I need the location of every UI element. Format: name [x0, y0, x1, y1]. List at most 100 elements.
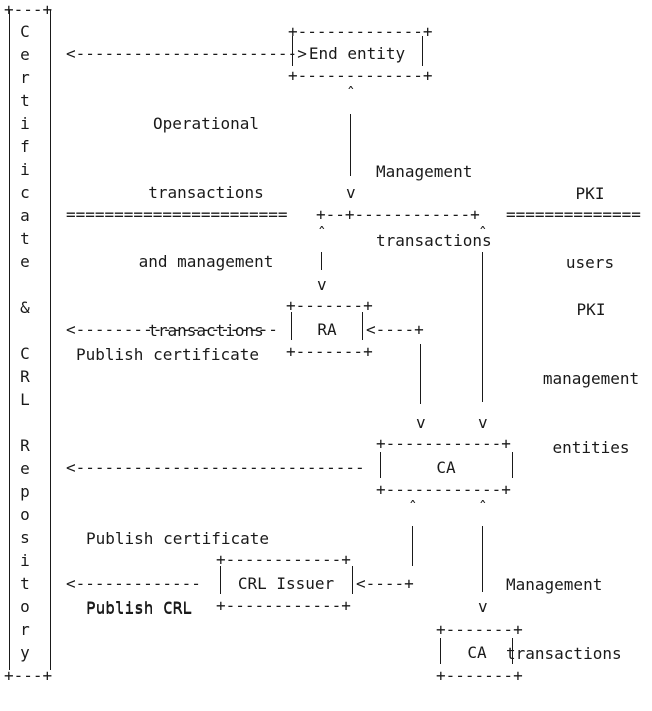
- pki-mgmt-line-1: PKI: [576, 300, 606, 319]
- crl-issuer-box-top: +------------+: [216, 550, 351, 569]
- repository-letter: t: [20, 91, 30, 110]
- repository-letter: t: [20, 574, 30, 593]
- crl-issuer-box-left: [220, 566, 221, 594]
- repository-letter: i: [20, 551, 30, 570]
- ca-bottom-box-bottom: +-------+: [436, 666, 523, 685]
- ca-to-ra-arrow: <----+: [366, 320, 424, 339]
- ra-publish-arrow: <---------------------: [66, 320, 278, 339]
- ra-link-vertical: [321, 252, 322, 270]
- repository-letter: i: [20, 160, 30, 179]
- ca-link-vertical-right: [482, 252, 483, 402]
- ca-main-box-right: [512, 452, 513, 478]
- ca-up-arrow-left: v: [416, 413, 426, 432]
- repository-letter: c: [20, 183, 30, 202]
- crl-link-caret: ˆ: [408, 498, 418, 517]
- crl-issuer-box-bottom: +------------+: [216, 596, 351, 615]
- repository-letter: C: [20, 22, 30, 41]
- ra-down-arrow: v: [317, 275, 327, 294]
- crl-issuer-box-right: [352, 566, 353, 594]
- repository-letter: a: [20, 206, 30, 225]
- ca-to-crl-arrow: <----+: [356, 574, 414, 593]
- repository-letter: o: [20, 597, 30, 616]
- ca-bottom-box-left: [440, 638, 441, 664]
- operational-transactions-label: Operational transactions and management …: [96, 66, 316, 388]
- repository-letter: f: [20, 137, 30, 156]
- crl-publish-arrow: <-------------: [66, 574, 201, 593]
- ca-bottom-label: CA: [467, 643, 487, 662]
- repository-letter: p: [20, 482, 30, 501]
- ca-main-label: CA: [436, 458, 456, 477]
- operational-line-1: Operational: [153, 114, 259, 133]
- operational-arrow: <----------------------->: [66, 44, 307, 63]
- ra-box-top: +-------+: [286, 296, 373, 315]
- repository-letter: i: [20, 114, 30, 133]
- repo-bottom-border: +---+: [4, 666, 53, 685]
- management-transactions-bottom-label: Management transactions: [506, 527, 646, 711]
- ra-label: RA: [317, 320, 337, 339]
- separator-middle: +--+------------+: [316, 205, 480, 224]
- repository-letter: r: [20, 68, 30, 87]
- ca-publish-arrow: <------------------------------: [66, 458, 365, 477]
- publish-certificate-ra-label: Publish certificate: [76, 345, 260, 364]
- repository-letter: r: [20, 620, 30, 639]
- repository-letter: e: [20, 252, 30, 271]
- repo-top-border: +---+: [4, 0, 53, 19]
- operational-line-4: transactions: [148, 321, 264, 340]
- management-transactions-top-label: Management transactions: [376, 114, 516, 298]
- publish-ca-line-2: Publish CRL: [86, 598, 192, 617]
- repository-letter: R: [20, 436, 30, 455]
- ra-box-left: [291, 312, 292, 340]
- end-entity-box-top: +-------------+: [288, 22, 433, 41]
- pki-mgmt-line-3: entities: [552, 438, 630, 457]
- mgmt-bottom-line-2: transactions: [506, 644, 622, 663]
- repository-letter: R: [20, 367, 30, 386]
- crl-issuer-label: CRL Issuer: [237, 574, 335, 593]
- separator-left: =======================: [66, 205, 288, 224]
- repository-letter: y: [20, 643, 30, 662]
- end-entity-label: End entity: [308, 44, 406, 63]
- ca-bottom-link-vertical: [482, 526, 483, 592]
- ca-bottom-box-top: +-------+: [436, 620, 523, 639]
- publish-ca-label: Publish certificate Publish CRL: [86, 481, 306, 665]
- ra-box-bottom: +-------+: [286, 342, 373, 361]
- repository-letter: e: [20, 45, 30, 64]
- pki-users-label: PKI users: [550, 136, 630, 320]
- end-entity-box-left: [292, 36, 293, 66]
- ca-link-caret-top: ˆ: [478, 224, 488, 243]
- mgmt-bottom-line-1: Management: [506, 575, 603, 594]
- end-entity-caret: ˆ: [346, 84, 356, 103]
- repository-letter: s: [20, 528, 30, 547]
- publish-ca-line-1: Publish certificate: [86, 529, 270, 548]
- repository-letter: &: [20, 298, 30, 317]
- pki-users-line-2: users: [565, 253, 615, 272]
- repository-letter: L: [20, 390, 30, 409]
- operational-line-3: and management: [138, 252, 274, 271]
- end-entity-down-arrow: v: [346, 183, 356, 202]
- ca-bottom-box-right: [512, 638, 513, 664]
- repository-letter: o: [20, 505, 30, 524]
- pki-management-entities-label: PKI management entities: [536, 252, 646, 505]
- mgmt-top-line-2: transactions: [376, 231, 492, 250]
- ra-link-caret: ˆ: [317, 224, 327, 243]
- ca-to-ra-vertical: [420, 344, 421, 404]
- ca-main-box-bottom: +------------+: [376, 480, 511, 499]
- crl-link-vertical: [412, 526, 413, 566]
- repo-right-edge: [50, 10, 51, 670]
- repo-left-edge: [9, 10, 10, 670]
- pki-mgmt-line-2: management: [542, 369, 640, 388]
- pki-users-line-1: PKI: [575, 184, 605, 203]
- repository-letter: C: [20, 344, 30, 363]
- ca-main-box-top: +------------+: [376, 434, 511, 453]
- end-entity-link: [350, 114, 351, 176]
- ra-box-right: [362, 312, 363, 340]
- repository-letter: t: [20, 229, 30, 248]
- operational-line-2: transactions: [148, 183, 264, 202]
- publish-crl-label: Publish CRL: [86, 599, 192, 618]
- end-entity-box-right: [422, 36, 423, 66]
- mgmt-top-line-1: Management: [376, 162, 473, 181]
- ca-bottom-down-arrow: v: [478, 597, 488, 616]
- repository-letter: e: [20, 459, 30, 478]
- ca-bottom-link-caret: ˆ: [478, 498, 488, 517]
- ca-main-box-left: [380, 452, 381, 478]
